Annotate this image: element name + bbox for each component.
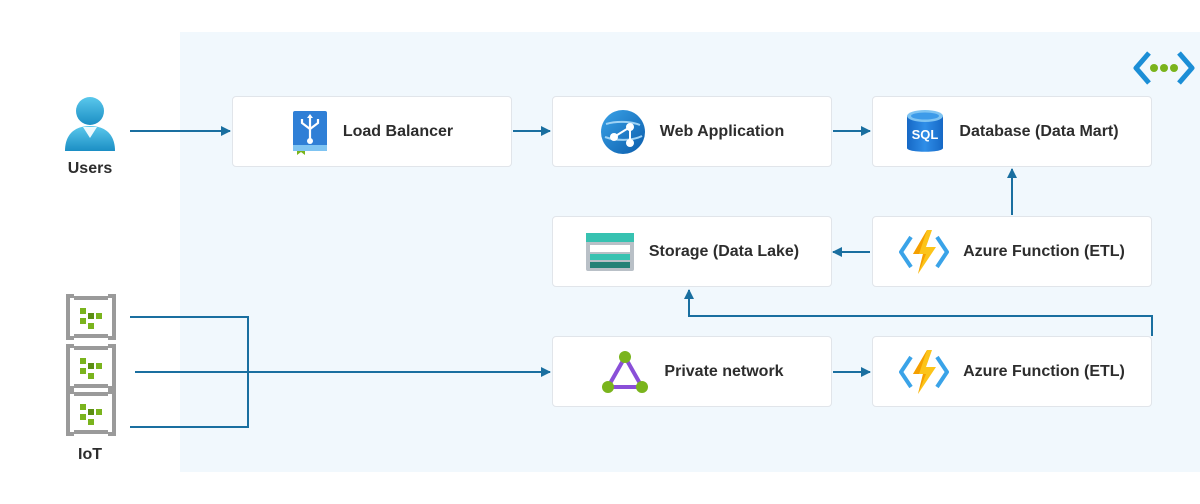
load-balancer-node[interactable]: Load Balancer: [232, 96, 512, 167]
sql-icon-text: SQL: [912, 127, 939, 142]
azure-function-icon: [899, 229, 950, 275]
azure-function-icon: [899, 349, 950, 395]
sql-database-icon: SQL: [905, 108, 945, 156]
iot-hub-icon: [66, 294, 116, 345]
user-icon: [63, 96, 117, 157]
private-network-node[interactable]: Private network: [552, 336, 832, 407]
azure-function-bottom-node[interactable]: Azure Function (ETL): [872, 336, 1152, 407]
iot-hub-icon: [66, 390, 116, 441]
web-application-label: Web Application: [659, 122, 785, 140]
iot-hub-icon: [66, 344, 116, 395]
bottom-function-to-storage-arrow: [684, 289, 1153, 336]
iot-label: IoT: [78, 446, 102, 463]
database-node[interactable]: SQL Database (Data Mart): [872, 96, 1152, 167]
private-network-icon: [600, 349, 650, 395]
azure-function-bottom-label: Azure Function (ETL): [963, 362, 1125, 380]
web-app-icon: [600, 109, 646, 155]
virtual-network-icon: [1133, 50, 1195, 91]
storage-account-icon: [585, 232, 635, 272]
users-label: Users: [67, 160, 113, 177]
database-label: Database (Data Mart): [959, 122, 1119, 140]
load-balancer-label: Load Balancer: [342, 122, 454, 140]
load-balancer-icon: [291, 109, 329, 155]
azure-function-top-label: Azure Function (ETL): [963, 242, 1125, 260]
storage-node[interactable]: Storage (Data Lake): [552, 216, 832, 287]
web-application-node[interactable]: Web Application: [552, 96, 832, 167]
storage-label: Storage (Data Lake): [648, 242, 800, 260]
azure-function-top-node[interactable]: Azure Function (ETL): [872, 216, 1152, 287]
private-network-label: Private network: [664, 362, 784, 380]
